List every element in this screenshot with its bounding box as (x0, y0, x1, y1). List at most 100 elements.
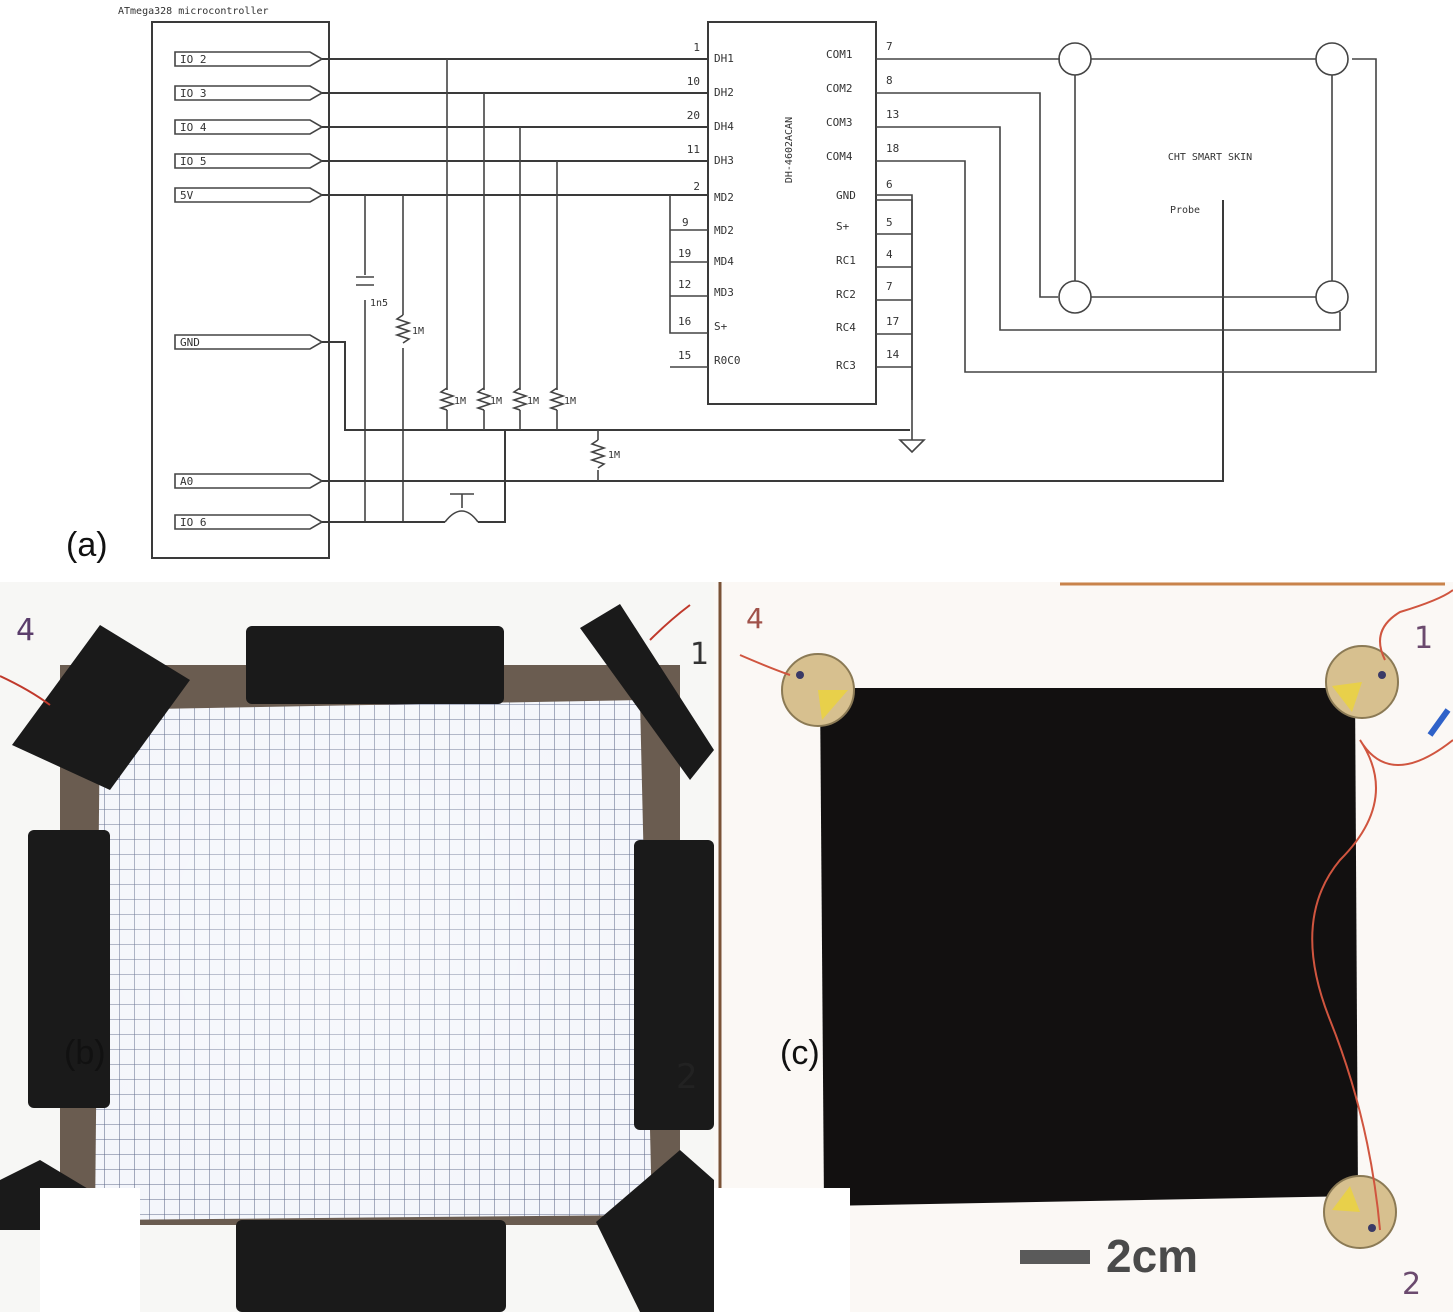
resistor-label: 1M (490, 396, 502, 407)
electrode-tab-br (1332, 1186, 1360, 1212)
mcu-pin-tag (174, 334, 324, 350)
mcu-pin-label: IO 3 (180, 87, 207, 100)
skin-label: CHT SMART SKIN (1168, 152, 1252, 163)
ic-pin-num: 14 (886, 348, 900, 361)
ic-pin-num: 8 (886, 74, 893, 87)
ic-pin-num: 11 (687, 143, 700, 156)
ic-pin-name: MD2 (714, 191, 734, 204)
mcu-pin-tag (174, 85, 324, 101)
com-wires (876, 58, 1377, 373)
ic-pin-num: 15 (678, 349, 691, 362)
ic-pin-num: 18 (886, 142, 899, 155)
panel-c-label: (c) (780, 1034, 820, 1072)
scale-label: 2cm (1106, 1230, 1198, 1282)
resistor-drops (446, 59, 558, 390)
panel-c-photo: 4 1 2 2cm (714, 582, 1453, 1312)
tape-strips (0, 604, 714, 1312)
capacitor-plates (356, 276, 374, 286)
panel-a-schematic: ATmega328 microcontroller IO 2 IO 3 IO 4… (66, 6, 1377, 564)
corner-mark-4: 4 (16, 613, 35, 648)
mcu-pin-label: IO 4 (180, 121, 207, 134)
ic-pin-num: 4 (886, 248, 893, 261)
signal-wires (322, 58, 1224, 523)
resistor-label: 1M (608, 450, 620, 461)
panel-a-label: (a) (66, 526, 108, 564)
ic-pin-name: MD3 (714, 286, 734, 299)
corner-mark-c2: 2 (1402, 1267, 1421, 1302)
wire-c-tl (739, 654, 791, 676)
mcu-pin-label: IO 2 (180, 53, 207, 66)
ic-pin-num: 20 (687, 109, 700, 122)
ic-name: DH-4602ACAN (784, 117, 795, 183)
scale-bar (1020, 1250, 1090, 1264)
pushbutton (444, 493, 479, 523)
tape-corner-tr (580, 604, 714, 780)
capacitor: 1n5 (356, 276, 388, 309)
mcu-pin-label: IO 6 (180, 516, 207, 529)
ic-pin-num: 7 (886, 40, 893, 53)
resistor-3 (511, 387, 529, 411)
resistors: 1M 1M 1M 1M 1M 1M (394, 314, 620, 469)
mcu-pin-tag (174, 187, 324, 203)
ic-gnd-wire (876, 194, 913, 440)
black-skin (820, 688, 1358, 1206)
wire-tl (0, 675, 51, 706)
ic-pin-num: 7 (886, 280, 893, 293)
resistor-1 (438, 387, 456, 411)
contact-circle (1315, 280, 1349, 314)
mcu-pin-label: 5V (180, 189, 194, 202)
tape-right (634, 840, 714, 1130)
ic-pin-num: 16 (678, 315, 691, 328)
wire-a0-probe (322, 200, 1224, 482)
ic-pin-num: 10 (687, 75, 700, 88)
panel-b-label: (b) (64, 1034, 106, 1072)
skin-outline (1074, 58, 1333, 298)
ic-pin-num: 12 (678, 278, 691, 291)
mcu-pins: IO 2 IO 3 IO 4 IO 5 5V GND A0 IO 6 (174, 51, 324, 530)
contact-circle (1315, 42, 1349, 76)
grid-sheen (95, 700, 652, 1220)
mcu-pin-label: GND (180, 336, 200, 349)
electrode-dot (1368, 1224, 1376, 1232)
electrode-dot (796, 671, 804, 679)
electrode-tab-tr (1332, 682, 1362, 712)
potentiometer (394, 314, 412, 344)
resistor-5 (589, 439, 607, 469)
ic-right-pin-boxes (876, 199, 913, 400)
ic-block (707, 21, 877, 405)
tape-top (246, 626, 504, 704)
supply-drops (364, 195, 404, 522)
probe-label: Probe (1170, 205, 1200, 216)
resistor-label: 1M (527, 396, 539, 407)
mcu-pin-tag (174, 51, 324, 67)
wire-io6 (322, 430, 506, 523)
contact-circle (1058, 42, 1092, 76)
mcu-pin-label: IO 5 (180, 155, 207, 168)
ic-left-pins: 1 DH1 10 DH2 20 DH4 11 DH3 2 MD2 9 MD2 1… (678, 41, 741, 367)
ic-pin-name: DH2 (714, 86, 734, 99)
mcu-block (151, 21, 330, 559)
mcu-pin-tag (174, 514, 324, 530)
label-box-c (714, 1188, 850, 1312)
ic-pin-name: R0C0 (714, 354, 741, 367)
wire-tr (649, 604, 691, 641)
red-wires (739, 589, 1453, 1231)
ic-pin-name: MD4 (714, 255, 734, 268)
ic-pin-num: 9 (682, 216, 689, 229)
corner-mark-1: 1 (690, 637, 709, 672)
resistor-ground-taps (446, 410, 558, 430)
label-box-b (40, 1188, 140, 1312)
tape-left (28, 830, 110, 1108)
mcu-pin-tag (174, 153, 324, 169)
electrodes (781, 645, 1399, 1249)
ic-left-stubs (669, 195, 708, 368)
ic-pin-name: S+ (836, 220, 850, 233)
resistor-4 (548, 387, 566, 411)
ic-pin-num: 17 (886, 315, 899, 328)
ic-right-pins: COM1 7 COM2 8 COM3 13 COM4 18 GND 6 S+ 5… (826, 40, 913, 400)
ic-pin-name: GND (836, 189, 856, 202)
mcu-pin-tag (174, 119, 324, 135)
pushbutton-symbol (444, 493, 479, 523)
ic-pin-name: S+ (714, 320, 728, 333)
resistor-2 (475, 387, 493, 411)
